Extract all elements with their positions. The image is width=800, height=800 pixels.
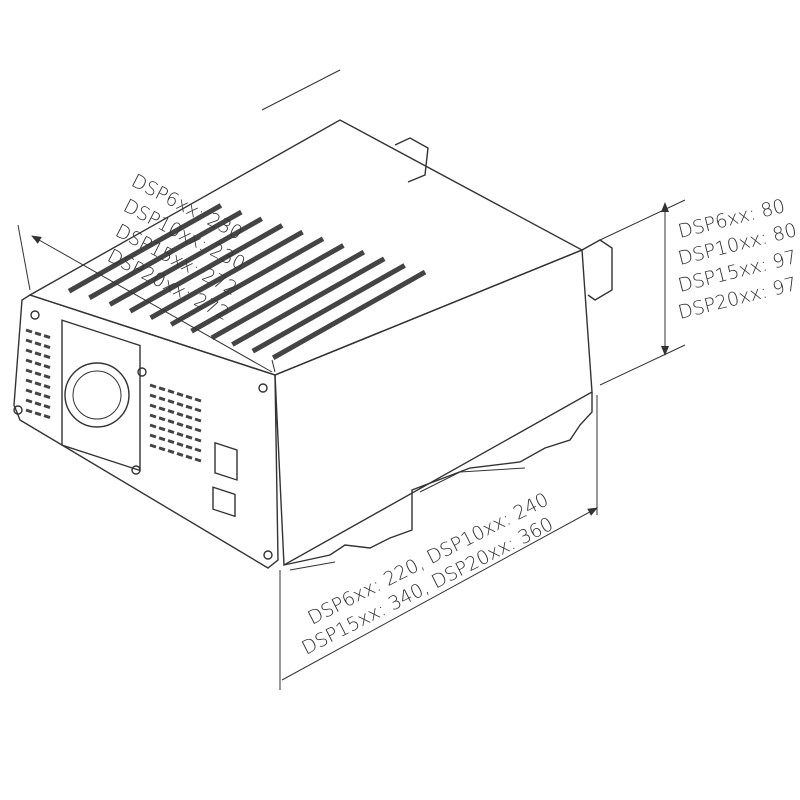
vent-slot <box>176 451 184 457</box>
vent-slot <box>158 446 166 452</box>
vent-slot <box>194 427 202 433</box>
width-line-1: DSP6xx: 220, DSP10xx: 240 <box>304 489 552 630</box>
vent-slot <box>34 351 42 357</box>
vent-slot <box>194 407 202 413</box>
vent-slot <box>25 368 33 374</box>
vent-slot <box>25 358 33 364</box>
vent-slot <box>185 404 193 410</box>
cooling-fin <box>251 263 406 354</box>
vent-slot <box>185 414 193 420</box>
vent-slot <box>25 398 33 404</box>
vent-slot <box>185 424 193 430</box>
cooling-fins <box>67 203 427 361</box>
vent-slot <box>43 384 51 390</box>
vent-slot <box>158 406 166 412</box>
ac-socket <box>64 362 130 428</box>
cooling-fin <box>271 269 427 361</box>
vent-slot <box>43 394 51 400</box>
cooling-fin <box>149 229 304 321</box>
cooling-fin <box>169 236 325 327</box>
vent-slot <box>185 434 193 440</box>
vent-slot <box>185 454 193 460</box>
vent-slot <box>43 364 51 370</box>
vent-slot <box>158 416 166 422</box>
remote-port <box>212 486 236 518</box>
vent-slot <box>176 421 184 427</box>
vent-slot <box>43 354 51 360</box>
cooling-fin <box>190 243 345 334</box>
vent-slot <box>149 403 157 409</box>
vent-slot <box>43 374 51 380</box>
cooling-fin <box>67 203 223 294</box>
vent-slot <box>167 409 175 415</box>
vent-slot <box>149 393 157 399</box>
vent-slot <box>149 413 157 419</box>
vent-slot <box>34 371 42 377</box>
vent-slot <box>158 386 166 392</box>
ac-socket-frame <box>61 319 141 472</box>
vent-slot <box>167 419 175 425</box>
vent-slot <box>167 449 175 455</box>
vent-slots <box>25 328 202 463</box>
vent-slot <box>34 361 42 367</box>
vent-slot <box>185 444 193 450</box>
vent-slot <box>176 431 184 437</box>
vent-slot <box>25 378 33 384</box>
vent-slot <box>43 334 51 340</box>
inverter-body <box>13 119 613 571</box>
height-dimension <box>599 199 686 386</box>
front-panel <box>13 294 279 569</box>
vent-slot <box>158 436 166 442</box>
vent-slot <box>176 411 184 417</box>
vent-slot <box>149 433 157 439</box>
vent-slot <box>34 331 42 337</box>
vent-slot <box>194 437 202 443</box>
vent-slot <box>25 408 33 414</box>
vent-slot <box>158 396 166 402</box>
vent-slot <box>194 397 202 403</box>
vent-slot <box>194 457 202 463</box>
vent-slot <box>167 429 175 435</box>
vent-slot <box>25 328 33 334</box>
vent-slot <box>34 341 42 347</box>
base-plate <box>283 392 593 566</box>
cooling-fin <box>108 216 263 307</box>
vent-slot <box>43 344 51 350</box>
cooling-fin <box>231 256 386 347</box>
vent-slot <box>176 391 184 397</box>
vent-slot <box>194 417 202 423</box>
vent-slot <box>43 414 51 420</box>
vent-slot <box>25 348 33 354</box>
vent-slot <box>25 388 33 394</box>
vent-slot <box>25 338 33 344</box>
vent-slot <box>158 426 166 432</box>
vent-slot <box>34 391 42 397</box>
vent-slot <box>34 411 42 417</box>
vent-slot <box>167 439 175 445</box>
vent-slot <box>149 423 157 429</box>
width-dimension <box>279 395 598 690</box>
rear-terminal <box>581 239 613 301</box>
vent-slot <box>176 401 184 407</box>
vent-slot <box>167 399 175 405</box>
vent-slot <box>194 447 202 453</box>
vent-slot <box>167 389 175 395</box>
power-switch <box>214 441 238 481</box>
length-dimension <box>17 69 341 373</box>
vent-slot <box>34 381 42 387</box>
vent-slot <box>149 383 157 389</box>
vent-slot <box>185 394 193 400</box>
vent-slot <box>176 441 184 447</box>
cooling-fin <box>129 223 284 314</box>
vent-slot <box>34 401 42 407</box>
screws <box>13 310 273 560</box>
vent-slot <box>43 404 51 410</box>
rear-connector <box>394 137 429 183</box>
cooling-fin <box>210 249 366 341</box>
vent-slot <box>149 443 157 449</box>
cooling-fin <box>88 209 243 301</box>
